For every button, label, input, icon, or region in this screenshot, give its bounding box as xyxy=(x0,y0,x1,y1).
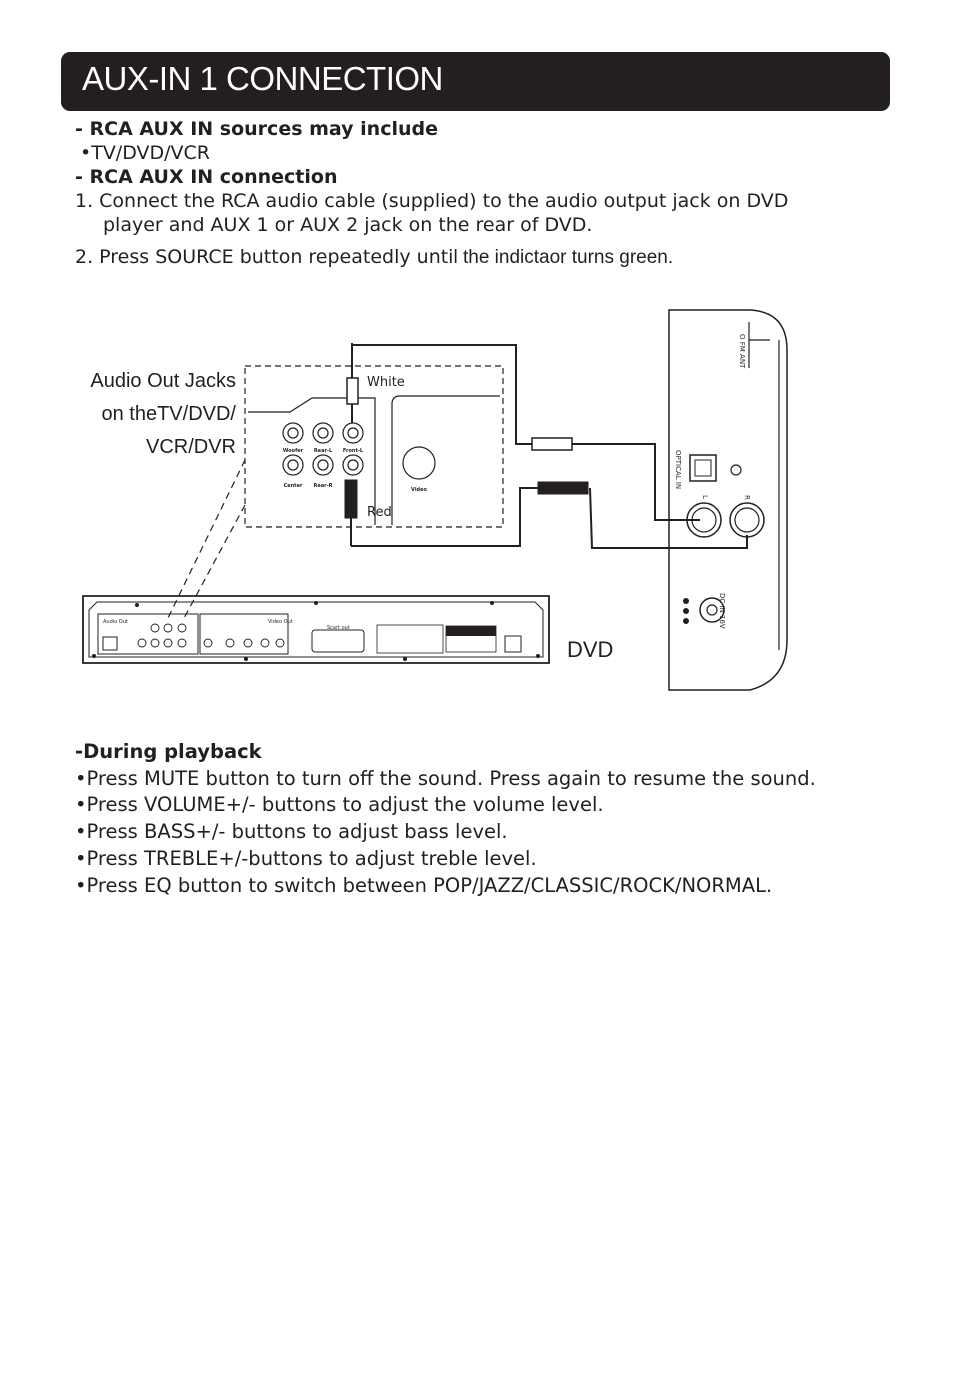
video-jack-icon xyxy=(402,446,436,480)
step-1-line-2: player and AUX 1 or AUX 2 jack on the re… xyxy=(103,214,593,236)
dvd-audio-out-label: Audio Out xyxy=(103,619,128,625)
jack-label: Front-L xyxy=(343,448,364,454)
white-cable-label: White xyxy=(367,375,405,390)
source-label-line-2: on theTV/DVD/ xyxy=(101,403,236,425)
jack-label: Woofer xyxy=(283,448,304,454)
jack-label: Rear-L xyxy=(314,448,333,454)
dc-in-label: DC IN 16V xyxy=(718,593,726,629)
side-panel xyxy=(668,309,788,691)
playback-item: •Press MUTE button to turn off the sound… xyxy=(75,767,816,790)
scart-connector xyxy=(311,629,365,653)
aux-l-jack xyxy=(686,502,722,538)
dvd-video-out-label: Video Out xyxy=(268,619,293,625)
aux-l-label: L xyxy=(701,495,709,499)
jack-label: Video xyxy=(411,487,427,493)
connection-diagram: Audio Out Jacks on theTV/DVD/ VCR/DVR Wh… xyxy=(82,309,788,691)
source-jacks xyxy=(282,422,364,476)
step-2-part-b: l the indictaor turns green. xyxy=(453,247,674,268)
step-1-line-1: 1. Connect the RCA audio cable (supplied… xyxy=(75,190,789,212)
source-label-line-1: Audio Out Jacks xyxy=(90,370,236,392)
red-plug xyxy=(344,479,358,519)
playback-item: •Press BASS+/- buttons to adjust bass le… xyxy=(75,820,508,843)
page-title: AUX-IN 1 CONNECTION xyxy=(82,60,443,97)
sources-heading: - RCA AUX IN sources may include xyxy=(75,118,438,140)
sources-item: •TV/DVD/VCR xyxy=(80,142,211,164)
source-device-outline xyxy=(244,365,504,528)
page-header: AUX-IN 1 CONNECTION xyxy=(61,52,890,111)
source-label-line-3: VCR/DVR xyxy=(146,436,236,458)
playback-item: •Press TREBLE+/-buttons to adjust treble… xyxy=(75,847,537,870)
white-plug xyxy=(346,377,359,405)
optical-in-jack xyxy=(689,454,717,482)
playback-item: •Press VOLUME+/- buttons to adjust the v… xyxy=(75,793,604,816)
dc-in-jack xyxy=(699,597,725,623)
step-2: 2. Press SOURCE button repeatedly until … xyxy=(75,246,673,269)
dvd-scart-out-label: Scart out xyxy=(327,625,350,631)
dvd-label: DVD xyxy=(567,637,613,662)
aux-r-label: R xyxy=(743,495,751,500)
jack-label: Rear-R xyxy=(313,483,332,489)
aux-r-jack xyxy=(729,502,765,538)
connection-heading: - RCA AUX IN connection xyxy=(75,166,338,188)
jack-label: Center xyxy=(284,483,303,489)
playback-heading: -During playback xyxy=(75,740,262,763)
optical-in-label: OPTICAL IN xyxy=(674,450,682,489)
step-2-part-a: 2. Press SOURCE button repeatedly unti xyxy=(75,246,454,268)
playback-item: •Press EQ button to switch between POP/J… xyxy=(75,874,773,897)
red-cable-label: Red xyxy=(367,505,392,520)
fm-ant-label: O FM ANT xyxy=(738,334,746,369)
